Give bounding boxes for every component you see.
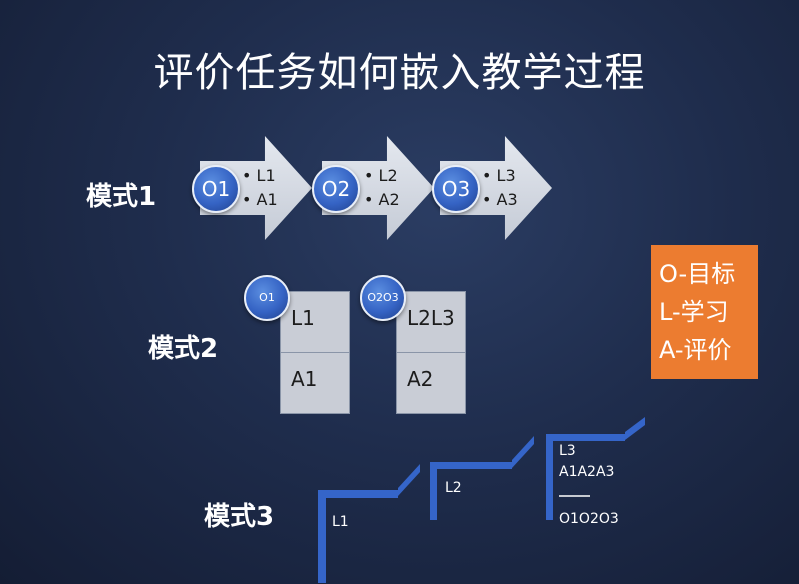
- stair-step-1: [318, 490, 398, 583]
- legend: O-目标 L-学习 A-评价: [651, 245, 758, 379]
- slide-title: 评价任务如何嵌入教学过程: [153, 50, 646, 96]
- stair-label-assessments: A1A2A3: [559, 464, 615, 480]
- mode2-learning-box-2: L2L3: [396, 291, 466, 353]
- stair-label-l1: L1: [332, 514, 349, 530]
- step-items: • L2 • A2: [364, 164, 400, 212]
- mode2-learning-box-1: L1: [280, 291, 350, 353]
- step-item: • L3: [482, 166, 516, 185]
- stair-riser-2: [512, 436, 534, 468]
- goal-circle-o1: O1: [244, 275, 290, 321]
- step-item: • L1: [242, 166, 276, 185]
- mode2-label: 模式2: [148, 334, 219, 364]
- step-item: • L2: [364, 166, 398, 185]
- legend-item-assessment: A-评价: [659, 336, 732, 364]
- goal-circle-o3: O3: [432, 165, 480, 213]
- goal-circle-o2o3: O2O3: [360, 275, 406, 321]
- stair-label-l2: L2: [445, 480, 462, 496]
- stair-riser-3: [625, 417, 645, 440]
- goal-circle-o2: O2: [312, 165, 360, 213]
- step-items: • L3 • A3: [482, 164, 518, 212]
- step-item: • A3: [482, 190, 518, 209]
- mode2-assess-box-1: A1: [280, 352, 350, 414]
- goal-circle-o1: O1: [192, 165, 240, 213]
- stair-riser-1: [398, 464, 420, 496]
- step-items: • L1 • A1: [242, 164, 278, 212]
- mode1-label: 模式1: [86, 182, 157, 212]
- stair-step-2: [430, 462, 512, 520]
- step-item: • A2: [364, 190, 400, 209]
- stair-label-goals: O1O2O3: [559, 511, 619, 527]
- legend-item-learning: L-学习: [659, 298, 729, 326]
- legend-item-goal: O-目标: [659, 260, 736, 288]
- mode3-label: 模式3: [204, 502, 275, 532]
- mode2-assess-box-2: A2: [396, 352, 466, 414]
- step-item: • A1: [242, 190, 278, 209]
- stair-label-l3: L3: [559, 443, 576, 459]
